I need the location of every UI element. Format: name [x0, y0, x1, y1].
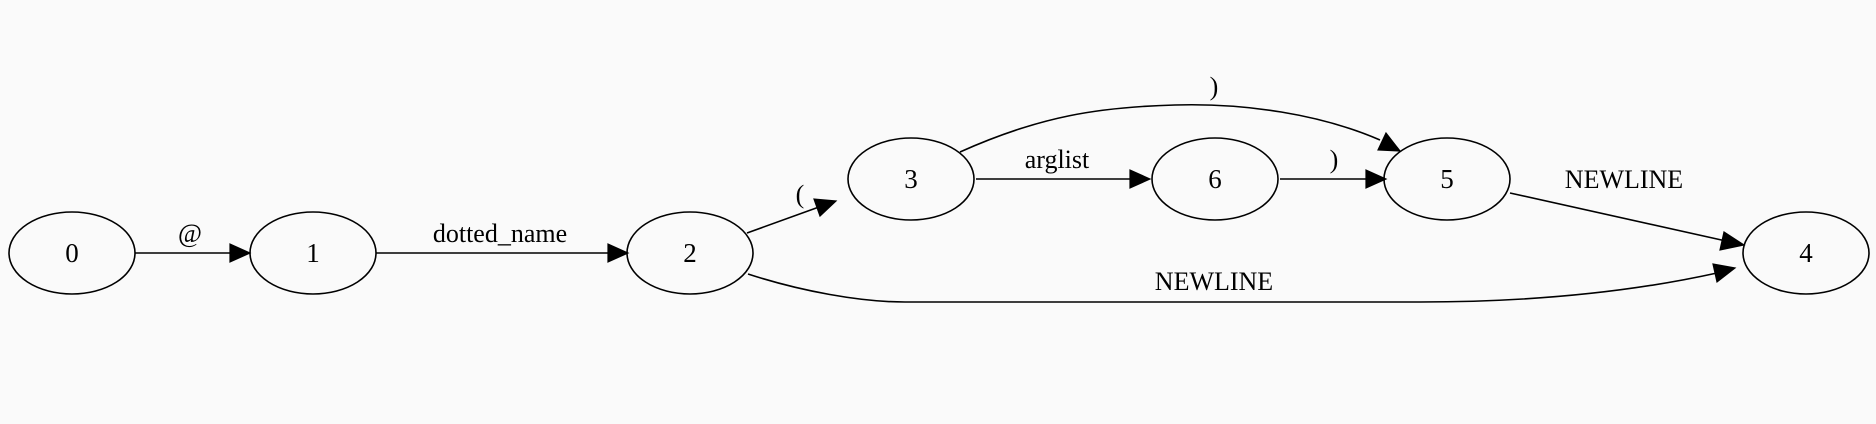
state-label-5: 5 — [1440, 164, 1454, 194]
state-label-4: 4 — [1799, 238, 1813, 268]
edge-label-3-5: ) — [1210, 72, 1219, 101]
state-label-2: 2 — [683, 238, 697, 268]
edge-1-2: dotted_name — [376, 219, 630, 263]
edge-2-3: ( — [746, 180, 838, 234]
edge-label-2-3: ( — [796, 180, 805, 209]
edge-0-1: @ — [135, 219, 252, 263]
edge-label-5-4: NEWLINE — [1565, 165, 1683, 194]
edge-label-2-4: NEWLINE — [1155, 267, 1273, 296]
state-label-6: 6 — [1208, 164, 1222, 194]
edge-2-4: NEWLINE — [747, 263, 1737, 303]
edge-6-5: ) — [1280, 145, 1388, 189]
state-node-6: 6 — [1151, 137, 1279, 221]
state-node-0: 0 — [8, 211, 136, 295]
state-label-3: 3 — [904, 164, 918, 194]
edge-3-5: ) — [959, 72, 1402, 153]
edge-label-3-6: arglist — [1025, 145, 1090, 174]
state-node-5: 5 — [1383, 137, 1511, 221]
edge-3-6: arglist — [976, 145, 1152, 189]
edge-label-6-5: ) — [1330, 145, 1339, 174]
state-label-0: 0 — [65, 238, 79, 268]
edge-label-0-1: @ — [178, 219, 202, 248]
edge-label-1-2: dotted_name — [433, 219, 567, 248]
state-label-1: 1 — [306, 238, 320, 268]
state-node-4: 4 — [1742, 211, 1870, 295]
state-node-3: 3 — [847, 137, 975, 221]
state-node-1: 1 — [249, 211, 377, 295]
edge-5-4: NEWLINE — [1509, 165, 1746, 251]
state-node-2: 2 — [626, 211, 754, 295]
